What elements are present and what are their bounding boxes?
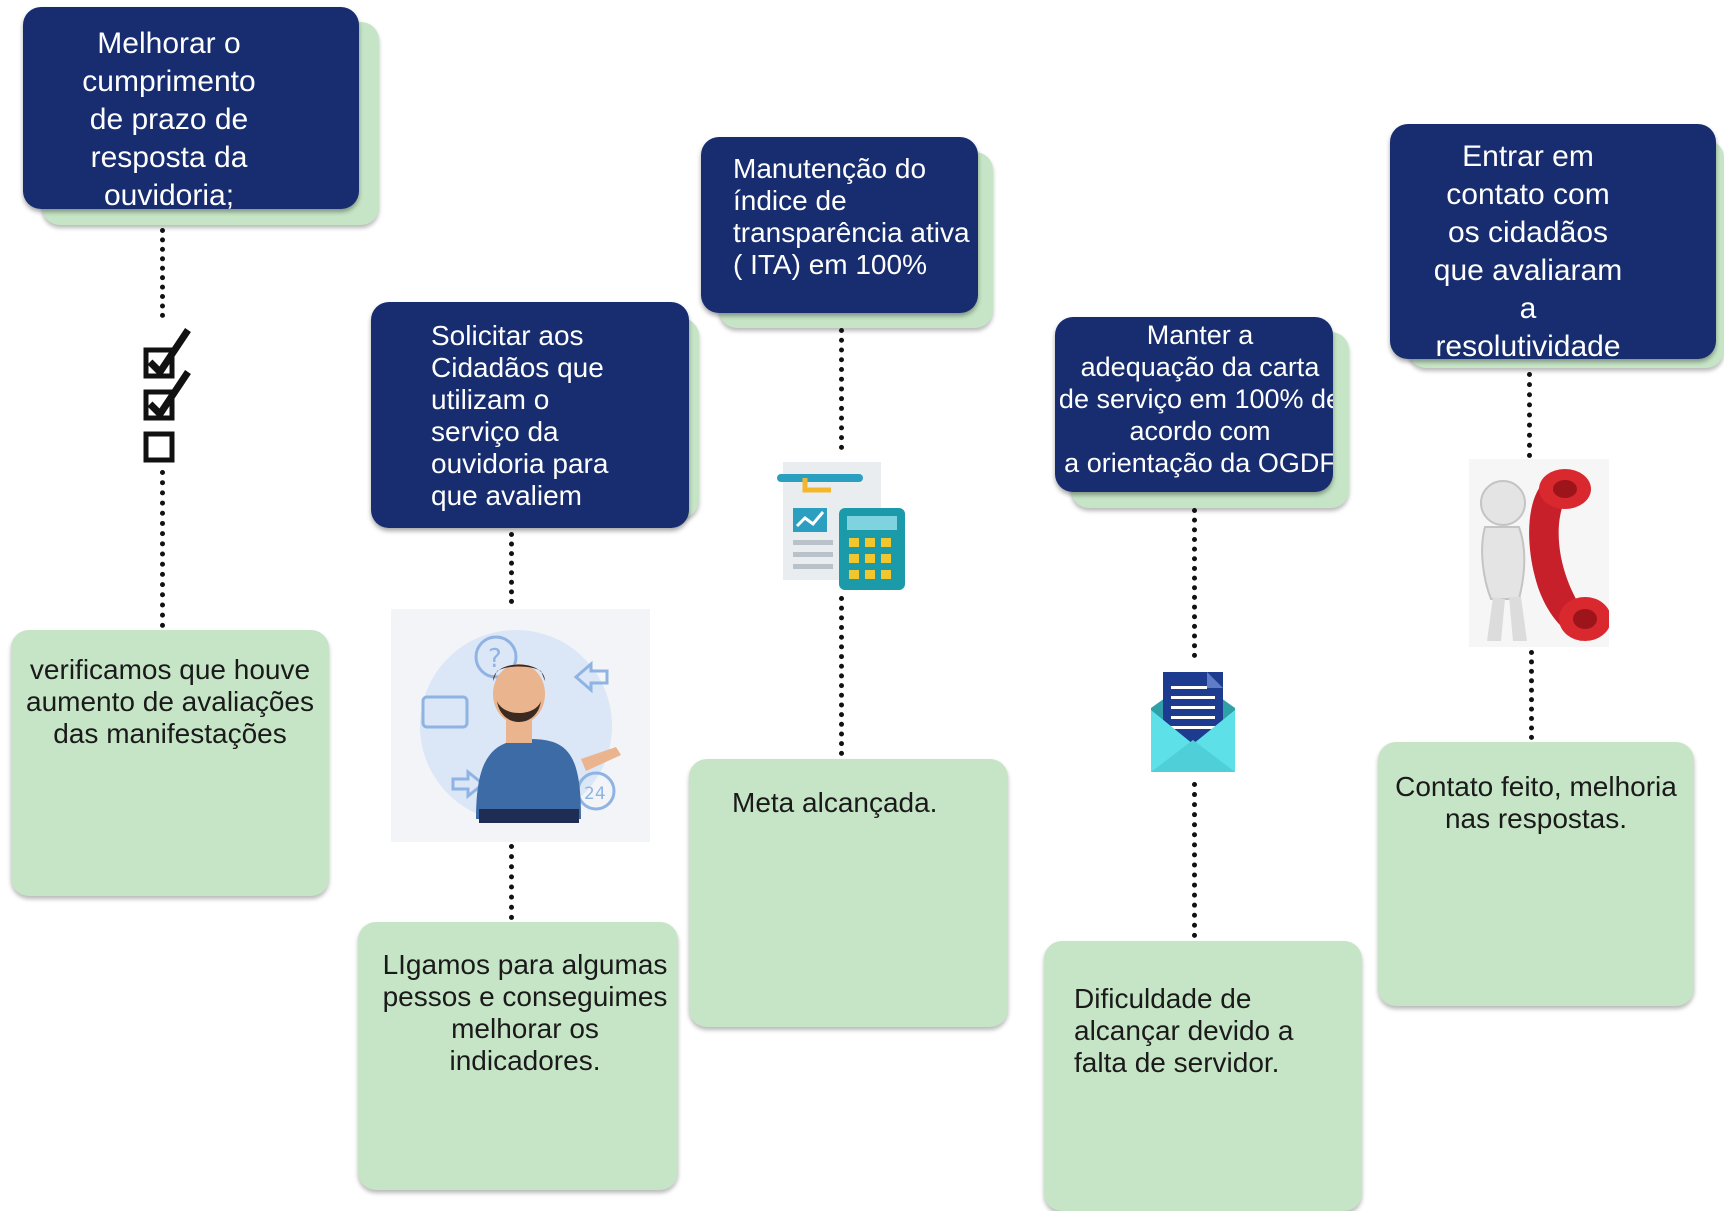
connector-line [509,532,514,604]
goal-card: Solicitar aos Cidadãos que utilizam o se… [371,302,689,528]
result-text: Meta alcançada. [732,787,938,818]
connector-line [160,228,165,318]
result-card [11,630,329,896]
goal-card: Entrar em contato com os cidadãos que av… [1390,124,1716,359]
connector-line [160,470,165,628]
result-text: Contato feito, melhoria nas respostas. [1395,771,1677,834]
telephone-figure-icon [1469,459,1611,647]
result-text: LIgamos para algumas pessos e conseguime… [382,949,668,1076]
goal-text: Manutenção do índice de transparência at… [733,153,970,280]
connector-line [509,844,514,920]
connector-line [1192,782,1197,938]
checklist-icon [140,328,196,468]
result-card [1378,742,1694,1006]
goal-card: Melhorar o cumprimento de prazo de respo… [23,7,359,209]
connector-line [1192,508,1197,658]
result-text: Dificuldade de alcançar devido a falta d… [1074,983,1294,1078]
result-card [1044,941,1362,1211]
connector-line [839,328,844,450]
result-text: verificamos que houve aumento de avaliaç… [26,654,314,749]
result-card [358,922,678,1190]
connector-line [1529,650,1534,740]
svg-text:?: ? [488,644,502,674]
call-center-agent-icon: ? 24 [391,609,650,842]
goal-text: Melhorar o cumprimento de prazo de respo… [82,27,256,209]
goal-card: Manutenção do índice de transparência at… [701,137,978,313]
connector-line [1527,372,1532,458]
document-calculator-icon [775,460,907,592]
goal-text: Entrar em contato com os cidadãos que av… [1433,140,1623,359]
result-card [689,759,1008,1027]
goal-card: Manter a adequação da carta de serviço e… [1055,317,1333,492]
envelope-document-icon [1149,670,1237,774]
connector-line [839,596,844,756]
svg-text:24: 24 [584,784,606,804]
goal-text: Solicitar aos Cidadãos que utilizam o se… [431,320,609,511]
goal-text: Manter a adequação da carta de serviço e… [1058,320,1333,478]
